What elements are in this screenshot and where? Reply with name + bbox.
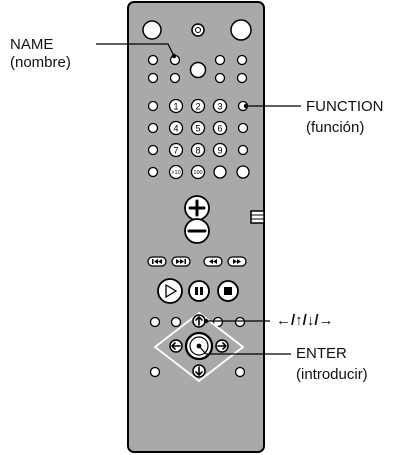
small-button[interactable]: [170, 316, 182, 328]
small-button[interactable]: [213, 165, 227, 179]
next-icon: [176, 259, 186, 264]
number-key-1[interactable]: [168, 98, 184, 114]
dpad-frame: [153, 311, 245, 383]
rewind-icon: [209, 259, 217, 264]
number-key-label: 7: [173, 146, 178, 156]
number-key-label: 5: [195, 124, 200, 134]
pause-icon: [195, 287, 203, 295]
number-key-label: 8: [195, 146, 200, 156]
name-callout-label: NAME (nombre): [10, 36, 71, 72]
plus-icon: [188, 199, 206, 217]
small-button[interactable]: [236, 72, 248, 84]
name-leader-line: [96, 43, 175, 57]
number-key-6[interactable]: [212, 120, 228, 136]
small-button[interactable]: [147, 100, 159, 112]
enter-callout-label: ENTER (introducir): [296, 345, 368, 384]
number-key-label: 3: [217, 102, 222, 112]
small-button[interactable]: [149, 366, 161, 378]
number-key-2[interactable]: [190, 98, 206, 114]
small-button[interactable]: [147, 122, 159, 134]
pause-button[interactable]: [188, 280, 210, 302]
small-button[interactable]: [236, 54, 248, 66]
up-arrow-icon: [195, 316, 203, 326]
side-switch[interactable]: [250, 210, 265, 224]
function-callout-title: FUNCTION: [306, 98, 384, 115]
small-button[interactable]: [234, 316, 246, 328]
small-button[interactable]: [214, 54, 226, 66]
arrows-callout-title: ←/↑/↓/→: [276, 312, 334, 329]
number-key-9[interactable]: [212, 142, 228, 158]
number-key-label: 2: [195, 102, 200, 112]
right-arrow-icon: [217, 342, 227, 350]
key-100[interactable]: [190, 164, 206, 180]
arrows-callout-label: ←/↑/↓/→: [276, 312, 334, 330]
small-button[interactable]: [147, 54, 159, 66]
callout-lines: [96, 43, 301, 355]
play-icon: [165, 283, 178, 299]
enter-callout-title: ENTER: [296, 345, 347, 362]
arrow-icons: [171, 316, 227, 376]
function-callout-subtitle: (función): [306, 119, 365, 136]
number-key-8[interactable]: [190, 142, 206, 158]
number-key-label: 1: [173, 102, 178, 112]
stop-icon: [224, 287, 232, 295]
function-callout-label: FUNCTION (función): [306, 98, 384, 137]
small-button[interactable]: [234, 366, 246, 378]
small-button[interactable]: [212, 316, 224, 328]
number-key-7[interactable]: [168, 142, 184, 158]
small-button[interactable]: [169, 72, 181, 84]
number-key-5[interactable]: [190, 120, 206, 136]
prev-icon: [152, 259, 162, 264]
small-button[interactable]: [147, 166, 159, 178]
small-button[interactable]: [237, 144, 249, 156]
key-label-100: 100: [193, 170, 202, 176]
key-label-greater-than-10: >10: [171, 170, 180, 176]
key-greater-than-10[interactable]: [168, 164, 184, 180]
enter-leader-line: [198, 345, 291, 355]
left-arrow-icon: [171, 342, 181, 350]
fast-forward-icon: [233, 259, 241, 264]
name-callout-title: NAME: [10, 36, 54, 53]
small-button[interactable]: [214, 72, 226, 84]
small-button[interactable]: [236, 165, 250, 179]
number-key-label: 6: [217, 124, 222, 134]
large-button[interactable]: [189, 61, 207, 79]
number-key-label: 9: [217, 146, 222, 156]
down-arrow-icon: [195, 366, 203, 376]
number-key-3[interactable]: [212, 98, 228, 114]
enter-callout-subtitle: (introducir): [296, 366, 368, 383]
number-key-label: 4: [173, 124, 178, 134]
small-button[interactable]: [237, 122, 249, 134]
number-key-4[interactable]: [168, 120, 184, 136]
small-button[interactable]: [149, 316, 161, 328]
open-close-button-inner: [195, 27, 201, 33]
name-callout-subtitle: (nombre): [10, 54, 71, 71]
tv-power-button[interactable]: [230, 19, 252, 41]
power-button[interactable]: [142, 20, 162, 40]
small-button[interactable]: [147, 72, 159, 84]
small-button[interactable]: [147, 144, 159, 156]
